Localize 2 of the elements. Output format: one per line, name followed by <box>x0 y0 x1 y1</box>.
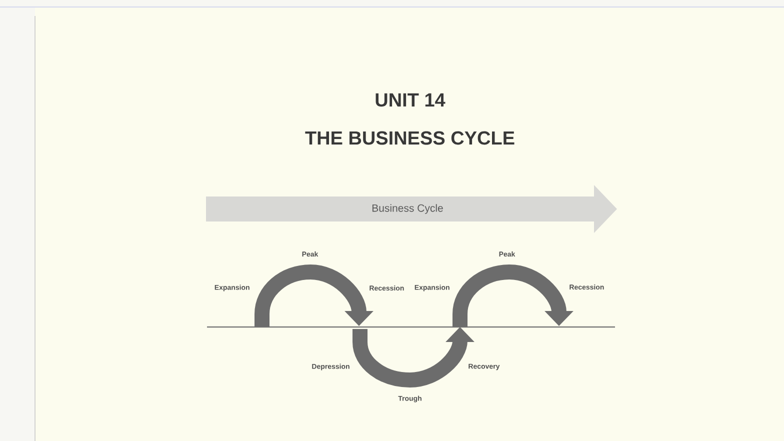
unit-number: UNIT 14 <box>376 93 446 107</box>
heading: THE BUSINESS CYCLE <box>305 131 514 145</box>
